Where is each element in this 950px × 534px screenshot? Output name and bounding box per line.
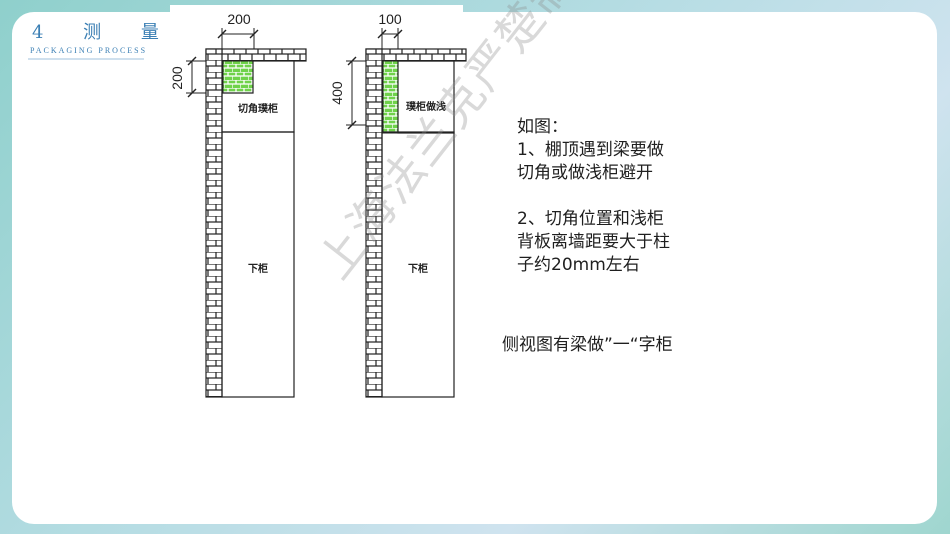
right-lower-cabinet xyxy=(381,131,455,398)
section-header: 4 测 量 PACKAGING PROCESS xyxy=(28,16,159,62)
section-title: 4 测 量 xyxy=(32,22,176,43)
right-height-dimension: 400 xyxy=(329,81,345,105)
left-upper-label: 切角璞柜 xyxy=(238,102,278,115)
caption-line-1: 如图： xyxy=(517,117,568,137)
header-underline xyxy=(28,58,144,60)
explanation-text: 如图： 1、棚顶遇到梁要做 切角或做浅柜避开 2、切角位置和浅柜 背板离墙距要大… xyxy=(517,116,670,277)
top-strip xyxy=(170,5,463,12)
left-lower-label: 下柜 xyxy=(248,262,268,275)
right-cabinet-diagram: 100 400 璞柜做浅 下柜 xyxy=(329,11,467,398)
side-view-note: 侧视图有梁做”一“字柜 xyxy=(502,335,673,355)
left-height-dimension: 200 xyxy=(169,66,185,90)
caption-line-2: 1、棚顶遇到梁要做 xyxy=(517,140,664,160)
right-upper-label: 璞柜做浅 xyxy=(406,100,446,113)
right-upper-cabinet xyxy=(397,60,455,134)
caption-line-5: 背板离墙距要大于柱 xyxy=(517,232,670,252)
left-lower-cabinet xyxy=(221,131,295,398)
right-lower-label: 下柜 xyxy=(408,262,428,275)
caption-line-3: 切角或做浅柜避开 xyxy=(517,163,653,183)
right-beam xyxy=(382,60,399,134)
left-beam xyxy=(222,60,254,94)
caption-line-6: 子约20mm左右 xyxy=(517,255,640,275)
left-cabinet-diagram: 200 200 切角璞柜 下柜 xyxy=(169,11,307,398)
slide-card xyxy=(12,12,937,524)
right-width-dimension: 100 xyxy=(378,11,402,27)
left-wall-brick xyxy=(205,48,223,398)
caption-line-4: 2、切角位置和浅柜 xyxy=(517,209,664,229)
left-width-dimension: 200 xyxy=(227,11,251,27)
left-upper-cabinet xyxy=(221,61,295,133)
section-subtitle: PACKAGING PROCESS xyxy=(30,46,148,55)
